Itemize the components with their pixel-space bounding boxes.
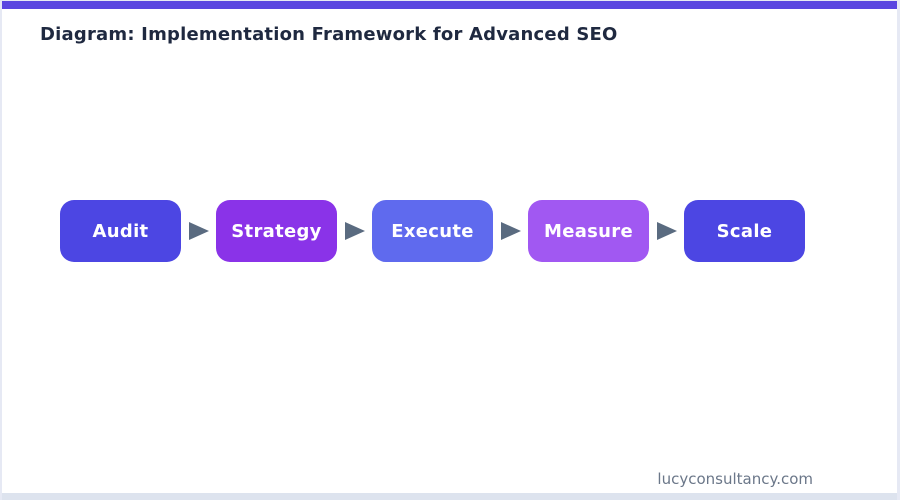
- flow-step-execute: Execute: [372, 200, 493, 262]
- flow-arrow-icon: [649, 200, 684, 262]
- page-title: Diagram: Implementation Framework for Ad…: [40, 24, 618, 45]
- flow-step-label: Strategy: [231, 220, 322, 242]
- flow-step-label: Scale: [716, 220, 773, 242]
- footer-website-text: lucyconsultancy.com: [657, 470, 813, 488]
- right-triangle-icon: [500, 222, 521, 240]
- flow-step-label: Execute: [391, 220, 474, 242]
- flow-step-audit: Audit: [60, 200, 181, 262]
- flow-arrow-icon: [337, 200, 372, 262]
- flow-step-scale: Scale: [684, 200, 805, 262]
- right-triangle-icon: [656, 222, 677, 240]
- flow-step-label: Audit: [92, 220, 149, 242]
- top-accent-bar: [2, 1, 897, 9]
- flow-step-measure: Measure: [528, 200, 649, 262]
- flow-arrow-icon: [493, 200, 528, 262]
- flow-step-label: Measure: [544, 220, 633, 242]
- right-triangle-icon: [344, 222, 365, 240]
- flow-arrow-icon: [181, 200, 216, 262]
- flow-step-strategy: Strategy: [216, 200, 337, 262]
- flow-row: Audit Strategy Execute Measure Scale: [60, 200, 805, 262]
- right-triangle-icon: [188, 222, 209, 240]
- bottom-accent-bar: [2, 493, 897, 500]
